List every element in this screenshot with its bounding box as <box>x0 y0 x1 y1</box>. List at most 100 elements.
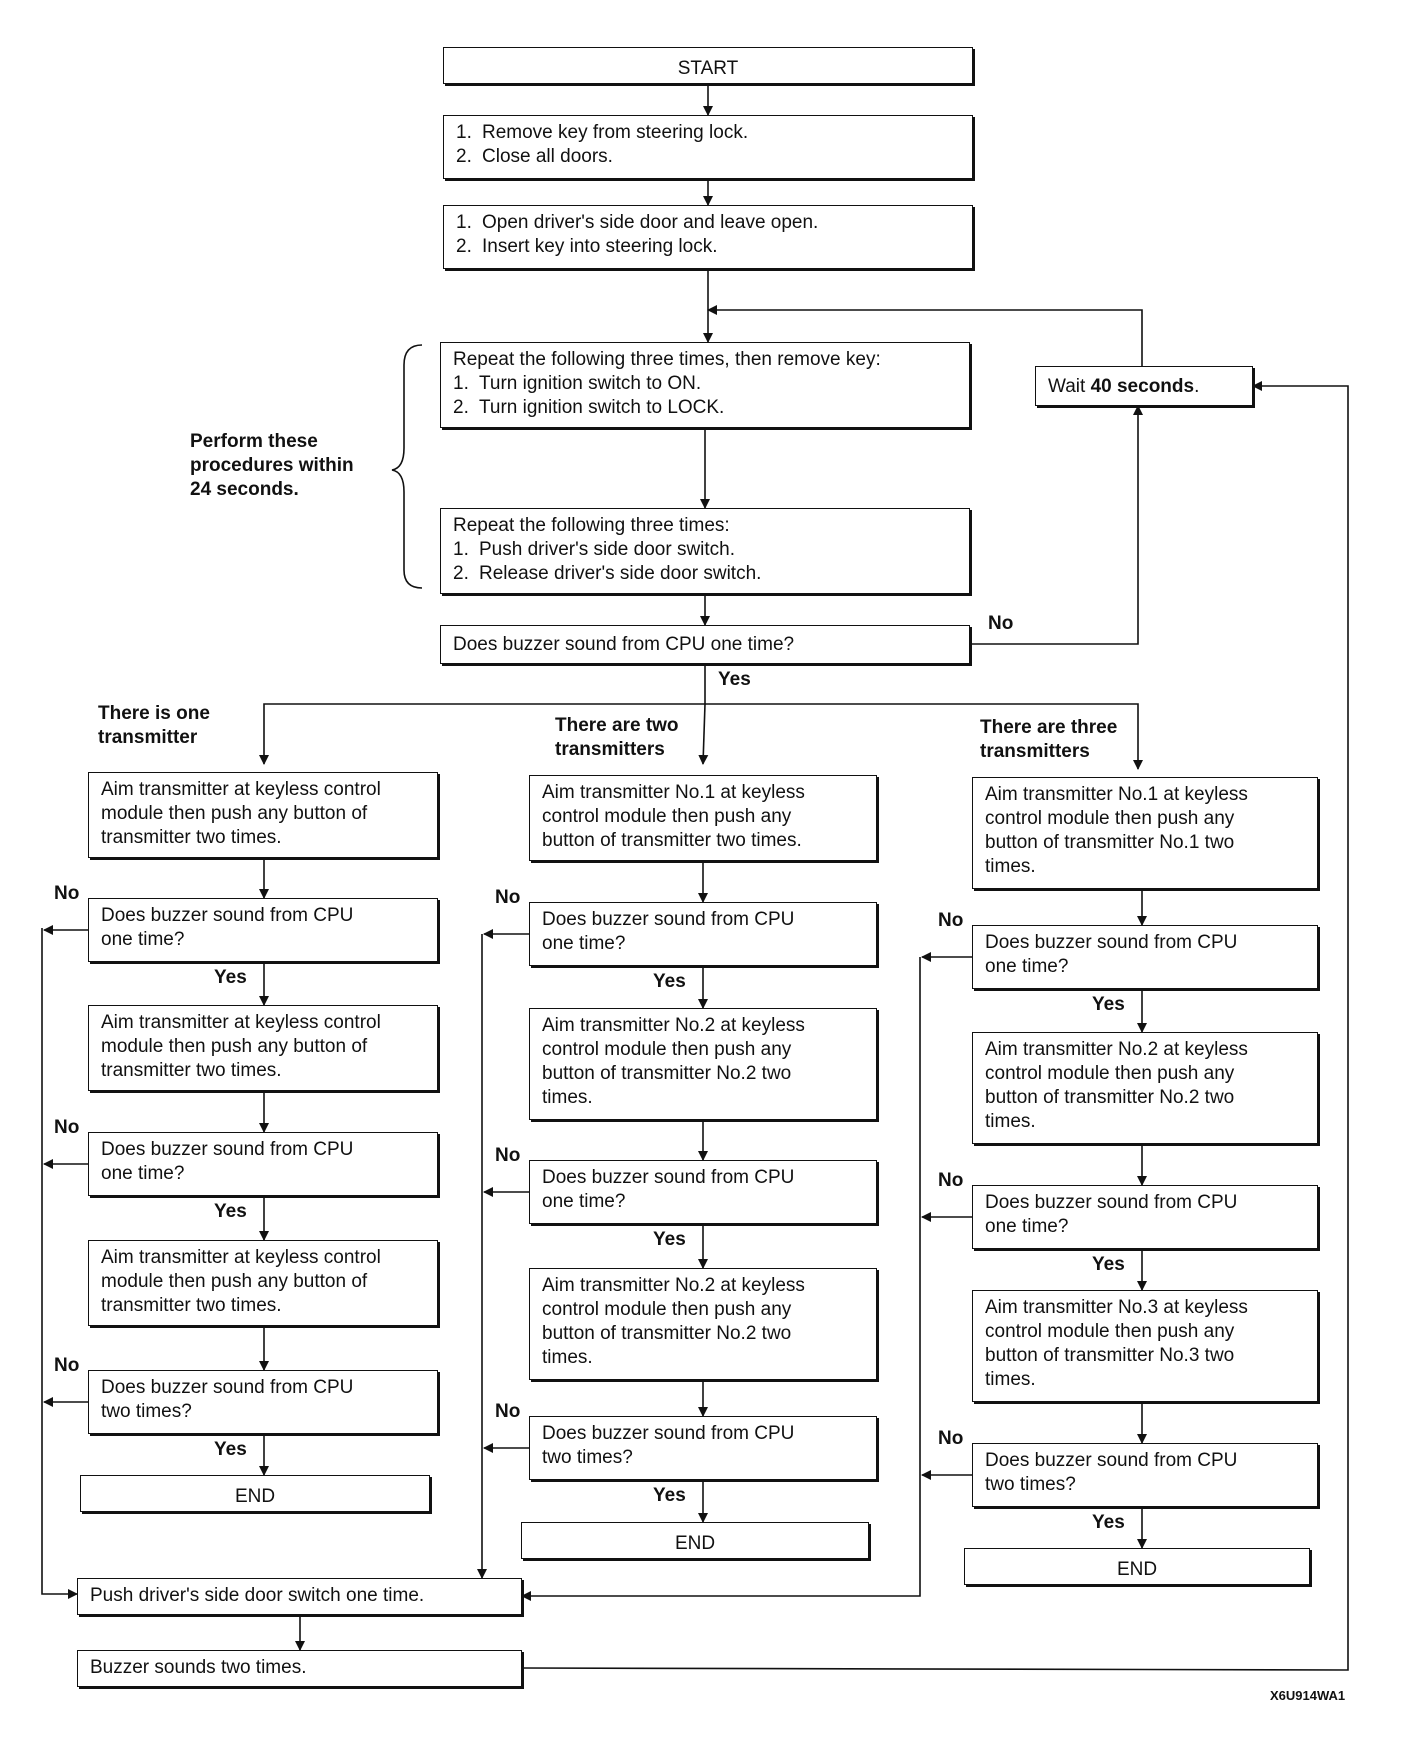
branch-three-step-6-line-2: two times? <box>985 1474 1076 1495</box>
branch-three-step-1-line-3: button of transmitter No.1 two <box>985 832 1235 853</box>
branch-two-decision-4-no: No <box>495 1145 521 1166</box>
bracket-note-line-3: 24 seconds. <box>190 479 299 500</box>
branch-two-heading: There are two transmitters <box>555 714 679 762</box>
branch-three-action-3: Aim transmitter No.2 at keyless control m… <box>972 1032 1318 1144</box>
branch-two-end-box: END <box>521 1522 869 1559</box>
branch-three-step-5-line-3: button of transmitter No.3 two <box>985 1345 1235 1366</box>
branch-three-step-3-line-1: Aim transmitter No.2 at keyless <box>985 1039 1248 1060</box>
buzzer-two-box: Buzzer sounds two times. <box>77 1650 522 1687</box>
branch-one-step-2-line-1: Does buzzer sound from CPU <box>101 905 354 926</box>
branch-three-decision-4-no: No <box>938 1170 964 1191</box>
branch-two-decision-4-yes: Yes <box>653 1229 686 1250</box>
wait-suffix: . <box>1194 376 1200 397</box>
start-label: START <box>677 58 739 79</box>
branch-one-decision-2-no: No <box>54 883 80 904</box>
branch-two-step-3-line-3: button of transmitter No.2 two <box>542 1063 792 1084</box>
branch-one-step-1-line-3: transmitter two times. <box>101 827 282 848</box>
branch-one-step-3-line-3: transmitter two times. <box>101 1060 282 1081</box>
arrow-wait-to-spine <box>707 305 1143 366</box>
step4-intro: Repeat the following three times: <box>453 515 730 536</box>
branch-two-step-5-line-4: times. <box>542 1347 593 1368</box>
start-box: START <box>443 47 973 84</box>
branch-two-step-1-line-2: control module then push any <box>542 806 792 827</box>
arrow-yes-to-branch-two <box>698 703 709 765</box>
bracket-note: Perform these procedures within 24 secon… <box>190 430 354 502</box>
branch-one-step-5-line-3: transmitter two times. <box>101 1295 282 1316</box>
branch-one-step-3-line-1: Aim transmitter at keyless control <box>101 1012 381 1033</box>
step1-item-2: Close all doors. <box>482 146 613 167</box>
branch-one-action-5: Aim transmitter at keyless control module… <box>88 1240 438 1326</box>
bus-branch-one-to-push-switch <box>41 928 78 1599</box>
step-door-switch-repeat-box: Repeat the following three times: 1.Push… <box>440 508 970 594</box>
branch-one-action-3: Aim transmitter at keyless control module… <box>88 1005 438 1091</box>
branch-one-step-6-line-2: two times? <box>101 1401 192 1422</box>
branch-three-step-5-line-4: times. <box>985 1369 1036 1390</box>
branch-two-action-3: Aim transmitter No.2 at keyless control m… <box>529 1008 877 1120</box>
branch-one-step-4-line-1: Does buzzer sound from CPU <box>101 1139 354 1160</box>
step-ignition-repeat-box: Repeat the following three times, then r… <box>440 342 970 428</box>
branch-two-decision-2-no: No <box>495 887 521 908</box>
step-open-door-box: 1.Open driver's side door and leave open… <box>443 205 973 269</box>
branch-three-step-3-line-2: control module then push any <box>985 1063 1235 1084</box>
branch-three-step-1-line-2: control module then push any <box>985 808 1235 829</box>
branch-one-step-1-line-1: Aim transmitter at keyless control <box>101 779 381 800</box>
branch-three-step-6-line-1: Does buzzer sound from CPU <box>985 1450 1238 1471</box>
branch-two-heading-line-2: transmitters <box>555 739 665 760</box>
branch-three-step-5-line-2: control module then push any <box>985 1321 1235 1342</box>
step-remove-key-box: 1.Remove key from steering lock. 2.Close… <box>443 115 973 179</box>
wait-prefix: Wait <box>1048 376 1091 397</box>
branch-three-decision-4-yes: Yes <box>1092 1254 1125 1275</box>
branch-two-step-4-line-2: one time? <box>542 1191 626 1212</box>
branch-two-step-2-line-2: one time? <box>542 933 626 954</box>
branch-one-step-3-line-2: module then push any button of <box>101 1036 368 1057</box>
branch-three-decision-2-no: No <box>938 910 964 931</box>
branch-two-decision-6-no: No <box>495 1401 521 1422</box>
branch-three-heading-line-2: transmitters <box>980 741 1090 762</box>
arrow-decision-no-to-wait <box>970 405 1143 645</box>
decision-main-yes: Yes <box>718 669 751 690</box>
branch-two-heading-line-1: There are two <box>555 715 679 736</box>
arrow-yes-to-branch-one <box>259 664 706 765</box>
buzzer-two-label: Buzzer sounds two times. <box>90 1657 307 1678</box>
branch-three-end-label: END <box>1116 1559 1158 1580</box>
figure-code: X6U914WA1 <box>1270 1688 1346 1703</box>
step1-item-1: Remove key from steering lock. <box>482 122 749 143</box>
push-switch-box: Push driver's side door switch one time. <box>77 1578 522 1615</box>
branch-three-step-2-line-2: one time? <box>985 956 1069 977</box>
branch-one-decision-6-yes: Yes <box>214 1439 247 1460</box>
branch-two-step-3-line-1: Aim transmitter No.2 at keyless <box>542 1015 805 1036</box>
branch-three-decision-6-yes: Yes <box>1092 1512 1125 1533</box>
bracket <box>391 344 423 589</box>
arrow-yes-to-branch-three <box>705 703 1143 770</box>
branch-one-decision-4-no: No <box>54 1117 80 1138</box>
branch-two-step-3-line-2: control module then push any <box>542 1039 792 1060</box>
branch-one-step-5-line-2: module then push any button of <box>101 1271 368 1292</box>
bus-branch-three-to-push-switch <box>521 957 921 1601</box>
branch-three-action-1: Aim transmitter No.1 at keyless control m… <box>972 777 1318 889</box>
branch-one-end-label: END <box>234 1486 276 1507</box>
branch-three-decision-6: Does buzzer sound from CPU two times? <box>972 1443 1318 1507</box>
branch-three-step-1-line-1: Aim transmitter No.1 at keyless <box>985 784 1248 805</box>
step2-item-1: Open driver's side door and leave open. <box>482 212 819 233</box>
branch-two-step-5-line-1: Aim transmitter No.2 at keyless <box>542 1275 805 1296</box>
branch-one-step-5-line-1: Aim transmitter at keyless control <box>101 1247 381 1268</box>
branch-two-step-3-line-4: times. <box>542 1087 593 1108</box>
step3-intro: Repeat the following three times, then r… <box>453 349 881 370</box>
step2-item-2: Insert key into steering lock. <box>482 236 718 257</box>
branch-two-decision-2-yes: Yes <box>653 971 686 992</box>
branch-three-step-4-line-2: one time? <box>985 1216 1069 1237</box>
branch-two-end-label: END <box>674 1533 716 1554</box>
